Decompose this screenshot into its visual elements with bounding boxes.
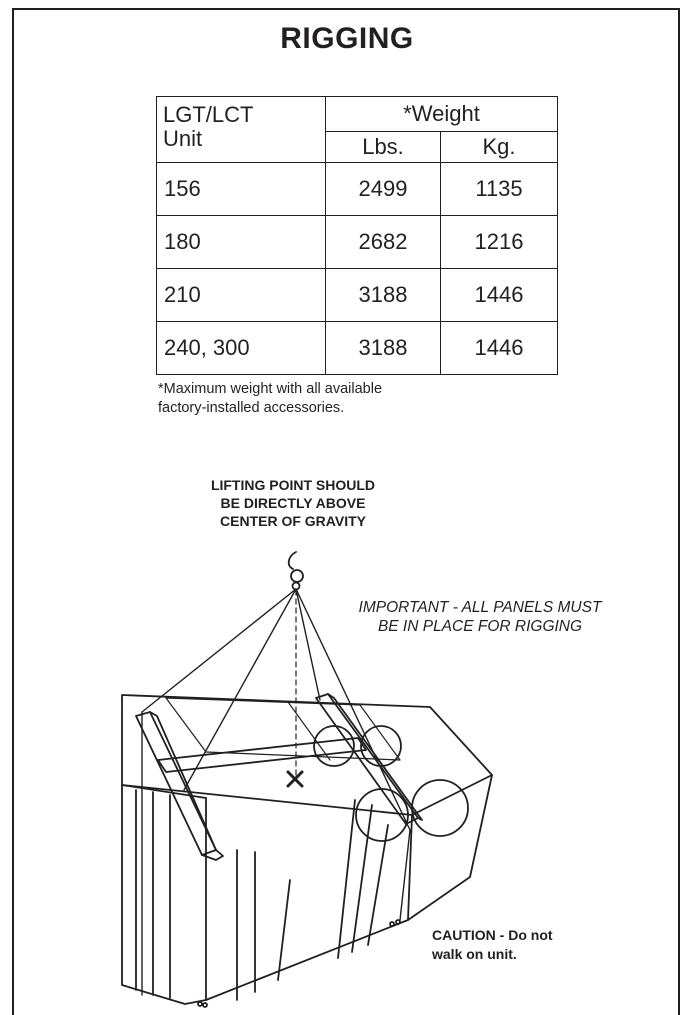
rooftop-unit bbox=[121, 694, 493, 1008]
footnote-line-2: factory-installed accessories. bbox=[158, 400, 345, 416]
unit-cell: 240, 300 bbox=[156, 321, 326, 375]
lbs-cell: 3188 bbox=[325, 268, 441, 322]
lifting-hook-icon bbox=[287, 551, 304, 591]
caution-note-line-2: walk on unit. bbox=[432, 946, 517, 962]
lbs-cell: 3188 bbox=[325, 321, 441, 375]
page-title: RIGGING bbox=[280, 22, 414, 55]
footnote-line-1: *Maximum weight with all available bbox=[158, 381, 383, 397]
center-of-gravity-icon bbox=[286, 770, 304, 788]
weight-footnote: *Maximum weight with all available facto… bbox=[158, 380, 458, 418]
weight-column-header: *Weight bbox=[325, 96, 558, 132]
lbs-column-header: Lbs. bbox=[325, 131, 441, 163]
kg-cell: 1135 bbox=[440, 162, 558, 216]
lifting-note-line-1: LIFTING POINT SHOULD bbox=[210, 477, 376, 493]
right-spreader-bar bbox=[315, 693, 423, 825]
weight-table: LGT/LCT Unit *Weight Lbs. Kg. 156 2499 1… bbox=[156, 96, 558, 375]
unit-header-line-2: Unit bbox=[163, 126, 203, 151]
caution-note-line-1: CAUTION - Do not bbox=[432, 927, 553, 943]
lifting-note-line-3: CENTER OF GRAVITY bbox=[220, 513, 366, 529]
table-row: 156 2499 1135 bbox=[156, 162, 558, 216]
table-row: 210 3188 1446 bbox=[156, 268, 558, 322]
cross-member bbox=[157, 737, 367, 773]
important-note-line-1: IMPORTANT - ALL PANELS MUST bbox=[358, 599, 602, 616]
caution-note: CAUTION - Do not walk on unit. bbox=[432, 926, 553, 964]
kg-column-header: Kg. bbox=[440, 131, 558, 163]
rigging-slings bbox=[141, 588, 411, 996]
unit-cell: 210 bbox=[156, 268, 326, 322]
left-spreader-bar bbox=[135, 711, 224, 861]
unit-header-line-1: LGT/LCT bbox=[163, 102, 254, 127]
unit-column-header: LGT/LCT Unit bbox=[156, 96, 326, 163]
unit-cell: 180 bbox=[156, 215, 326, 269]
page-frame bbox=[12, 8, 680, 1015]
lifting-note-line-2: BE DIRECTLY ABOVE bbox=[220, 495, 366, 511]
kg-cell: 1446 bbox=[440, 321, 558, 375]
table-row: 180 2682 1216 bbox=[156, 215, 558, 269]
lifting-point-note: LIFTING POINT SHOULD BE DIRECTLY ABOVE C… bbox=[148, 476, 438, 530]
lbs-cell: 2682 bbox=[325, 215, 441, 269]
lbs-cell: 2499 bbox=[325, 162, 441, 216]
kg-cell: 1446 bbox=[440, 268, 558, 322]
kg-cell: 1216 bbox=[440, 215, 558, 269]
unit-cell: 156 bbox=[156, 162, 326, 216]
important-note: IMPORTANT - ALL PANELS MUST BE IN PLACE … bbox=[320, 598, 640, 636]
table-row: 240, 300 3188 1446 bbox=[156, 321, 558, 375]
important-note-line-2: BE IN PLACE FOR RIGGING bbox=[377, 618, 583, 635]
